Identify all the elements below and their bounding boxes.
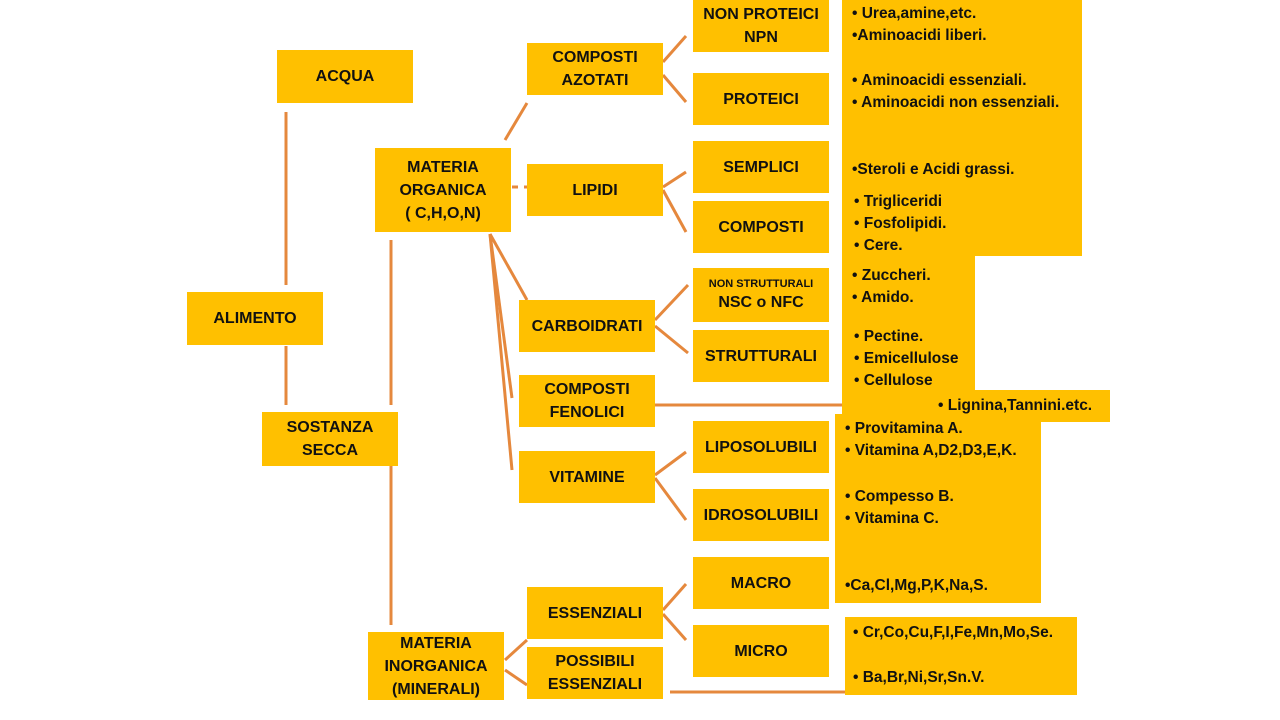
- node-macro: MACRO: [693, 557, 829, 609]
- node-essenziali: ESSENZIALI: [527, 587, 663, 639]
- line-lipidi-composti: [661, 189, 688, 233]
- node-lipidi: LIPIDI: [527, 164, 663, 216]
- node-non-proteici: NON PROTEICI NPN: [693, 0, 829, 52]
- note-idrosolubili: • Compesso B. • Vitamina C.: [845, 488, 954, 527]
- line-organica-carboidrati: [488, 233, 529, 301]
- node-vitamine: VITAMINE: [519, 451, 655, 503]
- node-non-strutturali: NON STRUTTURALI NSC o NFC: [693, 268, 829, 322]
- node-idrosolubili: IDROSOLUBILI: [693, 489, 829, 541]
- note-micro: • Cr,Co,Cu,F,I,Fe,Mn,Mo,Se.: [853, 624, 1054, 641]
- node-non-strutturali-caption: NON STRUTTURALI: [708, 277, 814, 290]
- node-carboidrati: CARBOIDRATI: [519, 300, 655, 352]
- notes-background-top: [842, 0, 1082, 256]
- note-macro: •Ca,Cl,Mg,P,K,Na,S.: [845, 577, 988, 594]
- node-nsc-label: NSC o NFC: [718, 293, 804, 311]
- note-liposolubili: • Provitamina A. • Vitamina A,D2,D3,E,K.: [845, 420, 1017, 459]
- node-composti-fenolici: COMPOSTI FENOLICI: [519, 375, 655, 427]
- node-micro: MICRO: [693, 625, 829, 677]
- line-organica-azotati: [503, 102, 529, 141]
- line-inorganica-essenziali: [503, 638, 529, 662]
- note-strutturali: • Pectine. • Emicellulose • Cellulose: [854, 328, 959, 389]
- node-sostanza-secca: SOSTANZA SECCA: [262, 412, 398, 466]
- node-strutturali: STRUTTURALI: [693, 330, 829, 382]
- note-proteici: • Aminoacidi essenziali. • Aminoacidi no…: [852, 72, 1060, 111]
- line-carboidrati-strutturali: [654, 324, 689, 355]
- node-acqua: ACQUA: [277, 50, 413, 103]
- note-possibili: • Ba,Br,Ni,Sr,Sn.V.: [853, 669, 985, 686]
- line-azotati-npn: [661, 35, 688, 63]
- line-azotati-proteici: [661, 74, 688, 103]
- line-lipidi-semplici: [662, 170, 687, 189]
- line-essenziali-macro: [661, 583, 688, 611]
- line-carboidrati-nsc: [653, 283, 690, 322]
- note-nsc: • Zuccheri. • Amido.: [852, 267, 931, 306]
- line-organica-vitamine: [488, 233, 514, 471]
- line-vitamine-liposolubili: [654, 450, 687, 477]
- note-semplici: •Steroli e Acidi grassi.: [852, 161, 1015, 178]
- note-composti: • Trigliceridi • Fosfolipidi. • Cere.: [854, 193, 947, 254]
- notes-background-vitamine: [835, 414, 1041, 603]
- line-essenziali-micro: [661, 613, 688, 641]
- node-alimento: ALIMENTO: [187, 292, 323, 345]
- notes-background-minerali: [845, 617, 1077, 695]
- node-semplici: SEMPLICI: [693, 141, 829, 193]
- note-fenolici: • Lignina,Tannini.etc.: [938, 397, 1093, 414]
- line-inorganica-possibili: [504, 668, 528, 687]
- line-vitamine-idrosolubili: [653, 477, 688, 521]
- node-composti: COMPOSTI: [693, 201, 829, 253]
- node-materia-organica: MATERIA ORGANICA ( C,H,O,N): [375, 148, 511, 232]
- node-possibili-essenziali: POSSIBILI ESSENZIALI: [527, 647, 663, 699]
- node-materia-inorganica: MATERIA INORGANICA (MINERALI): [368, 632, 504, 700]
- node-liposolubili: LIPOSOLUBILI: [693, 421, 829, 473]
- node-proteici: PROTEICI: [693, 73, 829, 125]
- node-composti-azotati: COMPOSTI AZOTATI: [527, 43, 663, 95]
- note-npn: • Urea,amine,etc. •Aminoacidi liberi.: [852, 5, 987, 44]
- notes-background-carbo: [842, 256, 975, 414]
